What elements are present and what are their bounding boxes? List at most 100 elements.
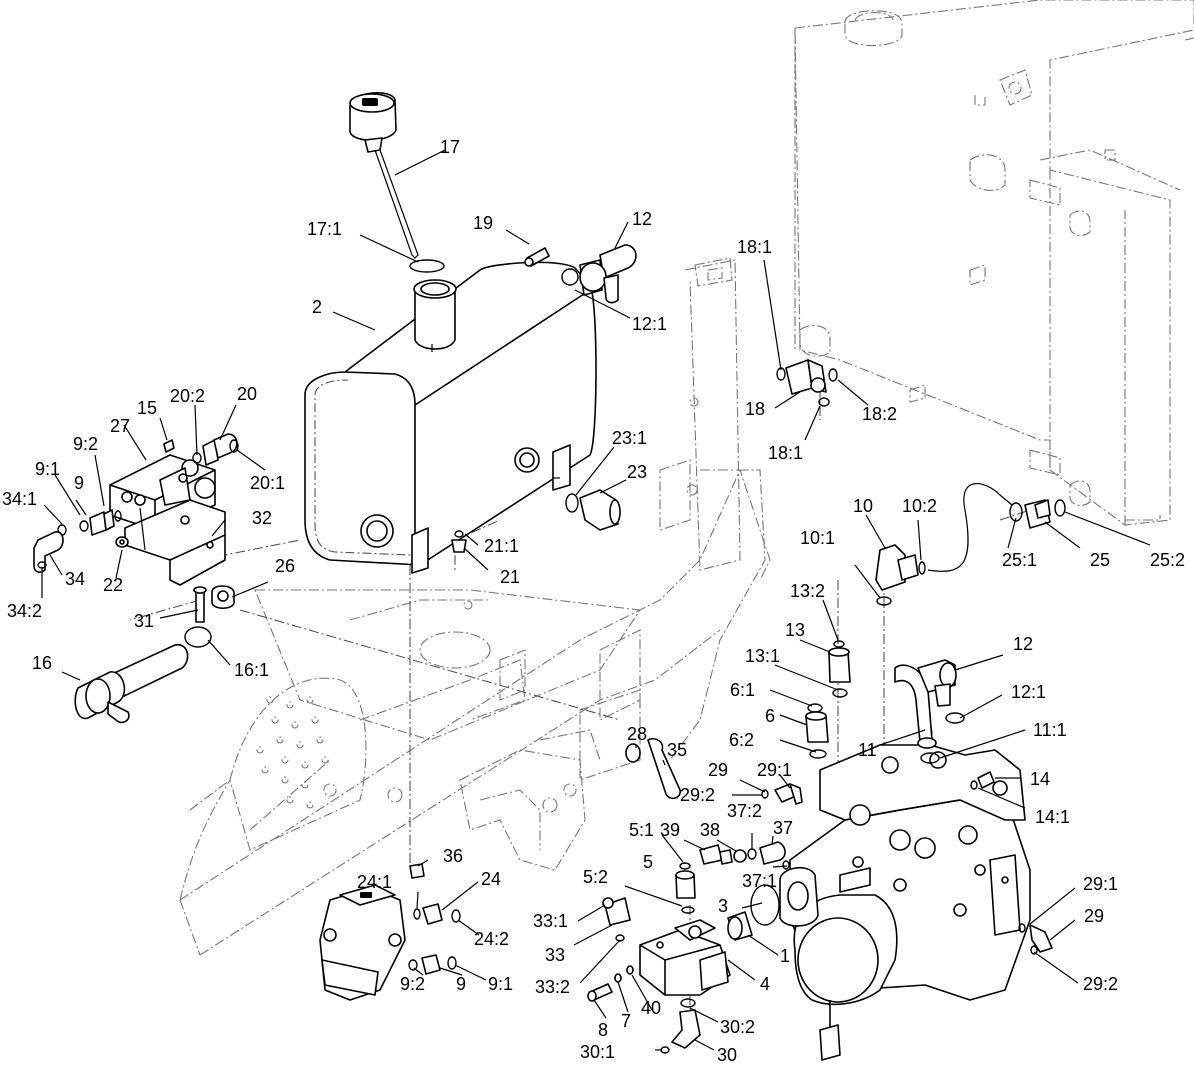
- bolt-part-36: [409, 863, 425, 879]
- callout-37: 37: [773, 818, 793, 838]
- elbow-fitting-part-10: [875, 544, 926, 606]
- tube-part-11: [894, 664, 940, 764]
- callout-17: 17: [440, 137, 460, 157]
- callout-13-1: 13:1: [745, 646, 780, 666]
- elbow-fitting-part-29-upper: [761, 783, 803, 805]
- callout-16: 16: [32, 653, 52, 673]
- tee-fitting-part-33: [602, 897, 631, 942]
- callout-37-1: 37:1: [742, 871, 777, 891]
- callout-15: 15: [137, 398, 157, 418]
- callout-31: 31: [134, 611, 154, 631]
- elbow-fitting-part-29-lower: [1018, 923, 1053, 955]
- callout-18-1-bottom: 18:1: [768, 443, 803, 463]
- suction-fitting-part-16: [74, 626, 212, 724]
- callout-29-upper: 29: [708, 760, 728, 780]
- bolt-part-31: [193, 586, 207, 623]
- callout-22: 22: [103, 575, 123, 595]
- callout-9-1: 9:1: [35, 459, 60, 479]
- hose-line: [927, 483, 1013, 572]
- callout-24: 24: [481, 869, 501, 889]
- tee-fitting-part-18: [776, 359, 838, 407]
- breather-part-19: [524, 247, 550, 267]
- callout-23: 23: [627, 462, 647, 482]
- fittings-part-37-38-39: [699, 841, 790, 870]
- hydrostat-pump-assembly: [779, 744, 1031, 1061]
- callout-9-2-lower: 9:2: [400, 974, 425, 994]
- callout-12: 12: [632, 209, 652, 229]
- callout-35: 35: [667, 740, 687, 760]
- callout-24-1: 24:1: [357, 872, 392, 892]
- callout-25-1: 25:1: [1002, 550, 1037, 570]
- isolator-part-26: [211, 585, 235, 610]
- callout-12-1-lower: 12:1: [1011, 682, 1046, 702]
- radiator-ghost: [794, 0, 1194, 526]
- elbow-fitting-part-20: [192, 433, 239, 466]
- bolt-part-35-28: [625, 737, 681, 800]
- frame-ghost: [179, 257, 771, 956]
- fitting-part-5: [675, 862, 696, 914]
- oring-part-3: [750, 884, 780, 926]
- callout-4: 4: [760, 974, 770, 994]
- callout-16-1: 16:1: [234, 660, 269, 680]
- fitting-part-23: [565, 489, 621, 531]
- elbow-fitting-part-34: [33, 524, 67, 573]
- callout-7: 7: [621, 1011, 631, 1031]
- callout-20-1: 20:1: [250, 473, 285, 493]
- callout-12-1: 12:1: [632, 314, 667, 334]
- callout-33-1: 33:1: [533, 911, 568, 931]
- callout-32: 32: [252, 508, 272, 528]
- callout-6-1: 6:1: [730, 680, 755, 700]
- callout-5: 5: [643, 852, 653, 872]
- coupler-part-1: [727, 911, 753, 941]
- callout-20: 20: [237, 384, 257, 404]
- callout-34-1: 34:1: [2, 489, 37, 509]
- callout-21: 21: [500, 567, 520, 587]
- callout-9: 9: [74, 473, 84, 493]
- callout-29-2-lower: 29:2: [1083, 974, 1118, 994]
- callout-30: 30: [717, 1045, 737, 1065]
- callout-10-2: 10:2: [902, 496, 937, 516]
- callout-40: 40: [641, 998, 661, 1018]
- elbow-fitting-part-12-lower: [917, 659, 965, 724]
- callout-24-2: 24:2: [474, 929, 509, 949]
- callout-39: 39: [660, 820, 680, 840]
- callout-13-2: 13:2: [790, 581, 825, 601]
- callout-36: 36: [443, 846, 463, 866]
- fitting-part-6: [805, 703, 829, 759]
- fitting-part-25: [1009, 499, 1066, 529]
- hardware-parts-7-8-40: [587, 965, 634, 1002]
- callout-13: 13: [785, 620, 805, 640]
- callout-33-2: 33:2: [535, 977, 570, 997]
- fitting-part-24: [413, 903, 461, 925]
- callout-29-lower: 29: [1084, 906, 1104, 926]
- callout-18: 18: [745, 399, 765, 419]
- callout-34: 34: [65, 569, 85, 589]
- callout-25: 25: [1090, 550, 1110, 570]
- callout-34-2: 34:2: [7, 601, 42, 621]
- callout-30-1: 30:1: [580, 1042, 615, 1062]
- callout-labels: 17 17:1 19 12 12:1 2 15 20:2 20 27 9:2 9…: [2, 137, 1185, 1065]
- callout-23-1: 23:1: [612, 428, 647, 448]
- callout-6-2: 6:2: [729, 730, 754, 750]
- callout-18-2: 18:2: [862, 404, 897, 424]
- leader-lines: [41, 149, 1151, 1051]
- callout-10: 10: [853, 496, 873, 516]
- fitting-part-9-left: [79, 509, 122, 536]
- callout-10-1: 10:1: [800, 528, 835, 548]
- callout-27: 27: [110, 416, 130, 436]
- fitting-part-14: [970, 771, 995, 790]
- callout-19: 19: [473, 213, 493, 233]
- callout-30-2: 30:2: [720, 1017, 755, 1037]
- screw-part-15: [163, 439, 175, 453]
- callout-9-1-lower: 9:1: [488, 974, 513, 994]
- fitting-part-9-lower: [408, 954, 457, 975]
- callout-5-2: 5:2: [583, 867, 608, 887]
- callout-29-1-upper: 29:1: [757, 760, 792, 780]
- steering-valve-unit: [319, 884, 406, 1001]
- callout-1: 1: [780, 946, 790, 966]
- dipstick-cap-part-17: [349, 92, 419, 259]
- callout-29-2-upper: 29:2: [680, 785, 715, 805]
- hydraulic-tank-part-2: [304, 261, 597, 574]
- fitting-part-13: [828, 640, 851, 698]
- bracket-part-32: [124, 499, 226, 586]
